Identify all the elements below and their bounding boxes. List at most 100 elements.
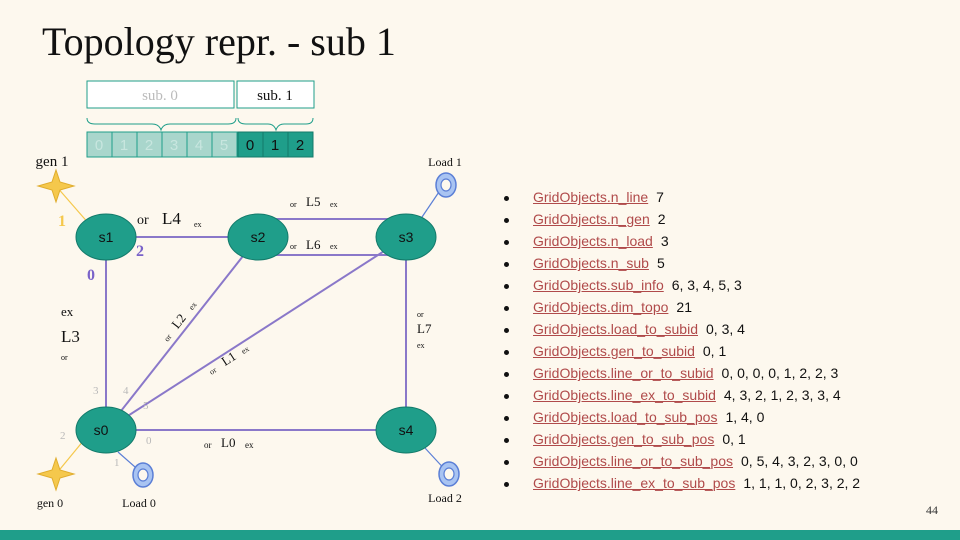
load2-icon <box>438 461 460 487</box>
grid-object-link[interactable]: GridObjects.gen_to_sub_pos <box>533 431 715 447</box>
s0-pos-L0: 0 <box>146 435 152 447</box>
substation-s3[interactable]: s3 <box>375 213 437 261</box>
s1-position-labels: 1 2 0 <box>58 213 144 284</box>
grid-object-value: 5 <box>656 255 665 271</box>
L3-ex-label: ex <box>61 304 74 319</box>
grid-object-item: GridObjects.line_or_to_subid 0, 0, 0, 0, … <box>504 362 860 384</box>
bullet-icon <box>504 459 509 465</box>
substation-s2[interactable]: s2 <box>227 213 289 261</box>
substation-s0-label: s0 <box>94 422 109 438</box>
bullet-icon <box>504 305 509 311</box>
grid-object-link[interactable]: GridObjects.load_to_subid <box>533 321 698 337</box>
grid-object-value: 0, 3, 4 <box>706 321 745 337</box>
load2-label: Load 2 <box>428 491 462 505</box>
substation-s4-label: s4 <box>399 422 414 438</box>
grid-object-value: 1, 1, 1, 0, 2, 3, 2, 2 <box>743 475 861 491</box>
load0-label: Load 0 <box>122 496 156 510</box>
sub0-cell-5: 5 <box>220 137 228 154</box>
L6-or-label: or <box>290 242 297 251</box>
grid-object-link[interactable]: GridObjects.line_ex_to_sub_pos <box>533 475 736 491</box>
grid-object-value: 7 <box>656 189 664 205</box>
grid-object-item: GridObjects.line_ex_to_sub_pos 1, 1, 1, 0… <box>504 472 860 494</box>
bullet-icon <box>504 437 509 443</box>
sub0-header-label: sub. 0 <box>142 88 178 104</box>
L3-name-label: L3 <box>61 327 80 346</box>
grid-object-link[interactable]: GridObjects.sub_info <box>533 277 664 293</box>
s1-pos-gen1: 1 <box>58 213 66 230</box>
grid-object-value: 0, 1 <box>722 431 746 447</box>
substation-s2-label: s2 <box>251 229 266 245</box>
grid-object-link[interactable]: GridObjects.n_gen <box>533 211 650 227</box>
L2-or-label: or <box>162 332 173 343</box>
grid-object-value: 2 <box>657 211 666 227</box>
grid-object-value: 0, 0, 0, 0, 1, 2, 2, 3 <box>721 365 839 381</box>
sub1-brace <box>237 117 314 132</box>
L7-or-label: or <box>417 310 424 319</box>
L0-name-label: L0 <box>221 435 235 450</box>
L4-or-label: or <box>137 213 149 228</box>
bullet-icon <box>504 327 509 333</box>
grid-object-link[interactable]: GridObjects.line_or_to_sub_pos <box>533 453 734 469</box>
gen1-label: gen 1 <box>36 154 69 170</box>
L5-or-label: or <box>290 200 297 209</box>
line-L1 <box>105 236 407 431</box>
grid-object-link[interactable]: GridObjects.n_load <box>533 233 653 249</box>
grid-object-link[interactable]: GridObjects.load_to_sub_pos <box>533 409 718 425</box>
grid-object-link[interactable]: GridObjects.n_line <box>533 189 649 205</box>
s1-pos-L4: 2 <box>136 243 144 260</box>
bullet-icon <box>504 481 509 487</box>
L3-or-label: or <box>61 353 68 362</box>
grid-object-link[interactable]: GridObjects.line_ex_to_subid <box>533 387 716 403</box>
L7-ex-label: ex <box>417 341 425 350</box>
L4-ex-label: ex <box>194 220 202 229</box>
slide-title: Topology repr. - sub 1 <box>42 19 396 64</box>
gen0-star-icon <box>36 456 76 492</box>
sub1-cells: 0 1 2 <box>237 131 314 158</box>
bullet-icon <box>504 283 509 289</box>
sub0-cell-1: 1 <box>120 137 128 154</box>
s1-pos-L3: 0 <box>87 267 95 284</box>
bullet-icon <box>504 239 509 245</box>
substation-s1-label: s1 <box>99 229 114 245</box>
sub0-cell-3: 3 <box>170 137 178 154</box>
grid-object-value: 0, 1 <box>702 343 727 359</box>
sub1-cell-0: 0 <box>246 137 254 154</box>
grid-object-value: 3 <box>660 233 669 249</box>
bullet-icon <box>504 195 509 201</box>
L2-ex-label: ex <box>187 300 199 312</box>
load0-icon <box>132 462 154 488</box>
s0-position-labels: 3 4 5 2 0 1 <box>60 385 152 469</box>
substation-s0[interactable]: s0 <box>75 406 137 454</box>
substation-s1[interactable]: s1 <box>75 213 137 261</box>
footer-accent-bar <box>0 530 960 540</box>
bullet-icon <box>504 349 509 355</box>
gen1-star-icon <box>36 168 76 204</box>
L0-ex-label: ex <box>245 440 254 450</box>
grid-object-link[interactable]: GridObjects.gen_to_subid <box>533 343 695 359</box>
L5-name-label: L5 <box>306 194 320 209</box>
sub0-cells: 0 1 2 3 4 5 <box>86 131 238 158</box>
grid-object-link[interactable]: GridObjects.line_or_to_subid <box>533 365 714 381</box>
load1-label: Load 1 <box>428 155 462 169</box>
line-L2 <box>105 236 259 431</box>
grid-object-item: GridObjects.n_load 3 <box>504 230 860 252</box>
sub0-cell-2: 2 <box>145 137 153 154</box>
L0-or-label: or <box>204 440 212 450</box>
page-number: 44 <box>926 503 938 517</box>
bullet-icon <box>504 371 509 377</box>
power-lines <box>105 218 407 431</box>
grid-object-link[interactable]: GridObjects.n_sub <box>533 255 649 271</box>
grid-object-item: GridObjects.n_line 7 <box>504 186 860 208</box>
bullet-icon <box>504 415 509 421</box>
sub1-cell-1: 1 <box>271 137 279 154</box>
grid-object-value: 6, 3, 4, 5, 3 <box>671 277 742 293</box>
L1-name-label: L1 <box>218 348 238 368</box>
grid-object-link[interactable]: GridObjects.dim_topo <box>533 299 669 315</box>
sub0-header-box <box>86 80 235 109</box>
gen0-connector <box>55 439 85 475</box>
substation-s4[interactable]: s4 <box>375 406 437 454</box>
